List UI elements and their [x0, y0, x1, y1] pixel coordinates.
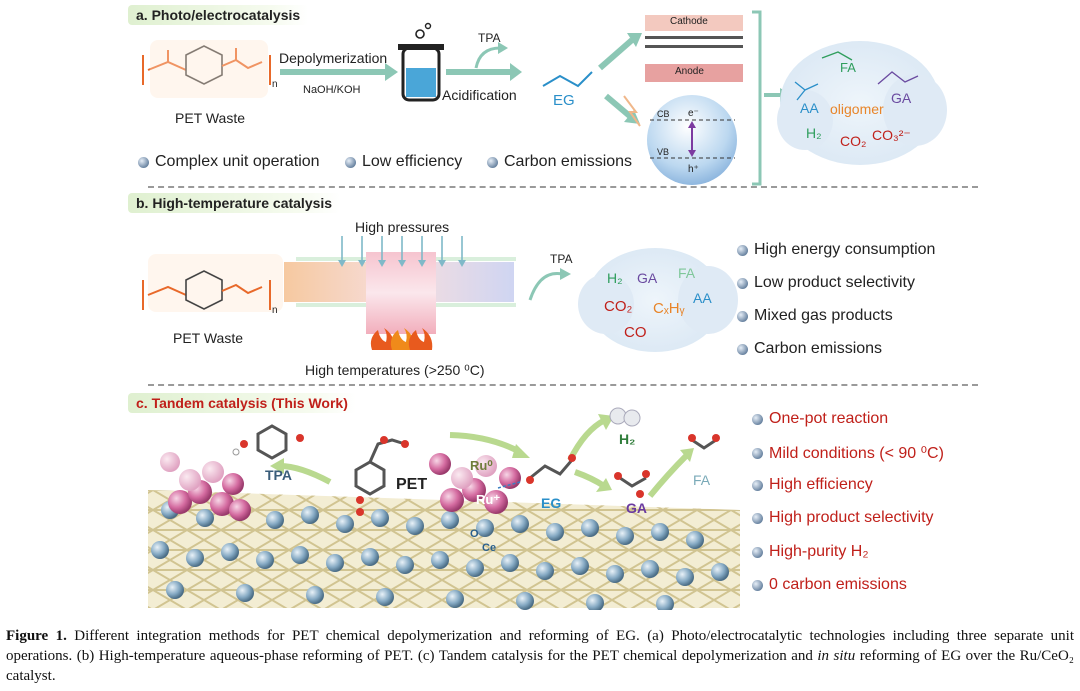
cb-label: CB [657, 109, 670, 119]
caption-italic: in situ [817, 648, 855, 664]
section-divider-1 [148, 186, 978, 188]
bullet-b-4: Carbon emissions [737, 340, 882, 358]
tpa-label-a: TPA [478, 31, 500, 45]
bullet-icon [752, 480, 763, 491]
product-co2-b: CO₂ [604, 298, 632, 315]
bullet-icon [752, 547, 763, 558]
bullet-b-3: Mixed gas products [737, 307, 893, 325]
bullet-icon [737, 344, 748, 355]
bullet-c-4: High product selectivity [752, 509, 934, 527]
high-temperatures-label: High temperatures (>250 ⁰C) [305, 362, 485, 379]
vb-label: VB [657, 147, 669, 157]
bullet-a-1: Complex unit operation [138, 153, 320, 171]
bullet-icon [752, 513, 763, 524]
beaker-icon [398, 24, 444, 101]
pet-label-c: PET [396, 476, 427, 494]
bullet-c-5: High-purity H₂ [752, 543, 869, 561]
product-ga-a: GA [891, 90, 911, 106]
h2-molecule [610, 408, 626, 424]
bullet-icon [345, 157, 356, 168]
fa-label-c: FA [693, 472, 710, 488]
bullet-icon [138, 157, 149, 168]
eg-molecule [526, 454, 576, 484]
product-ga-b: GA [637, 270, 657, 286]
depolymerization-label: Depolymerization [279, 50, 387, 66]
naoh-label: NaOH/KOH [303, 84, 360, 96]
h2-label-c: H₂ [619, 431, 635, 447]
subscript-n-b: n [272, 305, 278, 316]
subscript-n-a: n [272, 79, 278, 90]
product-fa-a: FA [840, 60, 856, 75]
section-c-graphics [0, 400, 1080, 610]
bullet-a-2: Low efficiency [345, 153, 462, 171]
product-fa-b: FA [678, 265, 695, 281]
o-label: O [470, 528, 479, 540]
bullet-a-3: Carbon emissions [487, 153, 632, 171]
product-aa-b: AA [693, 290, 712, 306]
pet-waste-label-a: PET Waste [175, 110, 245, 126]
section-divider-2 [148, 384, 978, 386]
high-pressures-label: High pressures [355, 219, 449, 235]
product-co-b: CO [624, 324, 647, 341]
bullet-b-2: Low product selectivity [737, 274, 915, 292]
bullet-icon [752, 414, 763, 425]
bullet-c-3: High efficiency [752, 476, 873, 494]
eg-label-c: EG [541, 495, 561, 511]
bullet-c-1: One-pot reaction [752, 410, 888, 428]
electron-label: e⁻ [688, 108, 699, 119]
bullet-c-2: Mild conditions (< 90 ⁰C) [752, 443, 944, 463]
ce-label: Ce [482, 542, 496, 554]
eg-label-a: EG [553, 92, 575, 109]
ruplus-label: Ru⁺ [476, 492, 500, 508]
tpa-label-b: TPA [550, 252, 572, 266]
fa-molecule [688, 434, 720, 448]
bullet-icon [487, 157, 498, 168]
product-oligomer-a: oligomer [830, 101, 884, 117]
bullet-b-1: High energy consumption [737, 241, 935, 259]
acidification-label: Acidification [442, 87, 517, 103]
product-cxhy-b: CₓHᵧ [653, 300, 684, 317]
bullet-icon [737, 245, 748, 256]
product-aa-a: AA [800, 100, 819, 116]
product-co3-a: CO₃²⁻ [872, 127, 911, 144]
bullet-icon [752, 448, 763, 459]
bullet-icon [737, 311, 748, 322]
ru0-label: Ru⁰ [470, 458, 493, 474]
product-co2-a: CO₂ [840, 133, 866, 149]
tpa-molecule [233, 426, 304, 458]
anode-label: Anode [675, 66, 704, 77]
bullet-c-6: 0 carbon emissions [752, 576, 907, 594]
cathode-label: Cathode [670, 16, 708, 27]
ga-molecule [614, 470, 650, 498]
bullet-icon [737, 278, 748, 289]
bullet-icon [752, 580, 763, 591]
section-b-graphics [0, 200, 1080, 380]
product-h2-b: H₂ [607, 270, 623, 286]
pet-waste-label-b: PET Waste [173, 330, 243, 346]
ga-label-c: GA [626, 500, 647, 516]
tpa-label-c: TPA [265, 467, 292, 483]
figure-caption: Figure 1. Different integration methods … [6, 626, 1074, 686]
caption-label: Figure 1. [6, 628, 67, 644]
hole-label: h⁺ [688, 164, 699, 175]
product-h2-a: H₂ [806, 125, 822, 141]
